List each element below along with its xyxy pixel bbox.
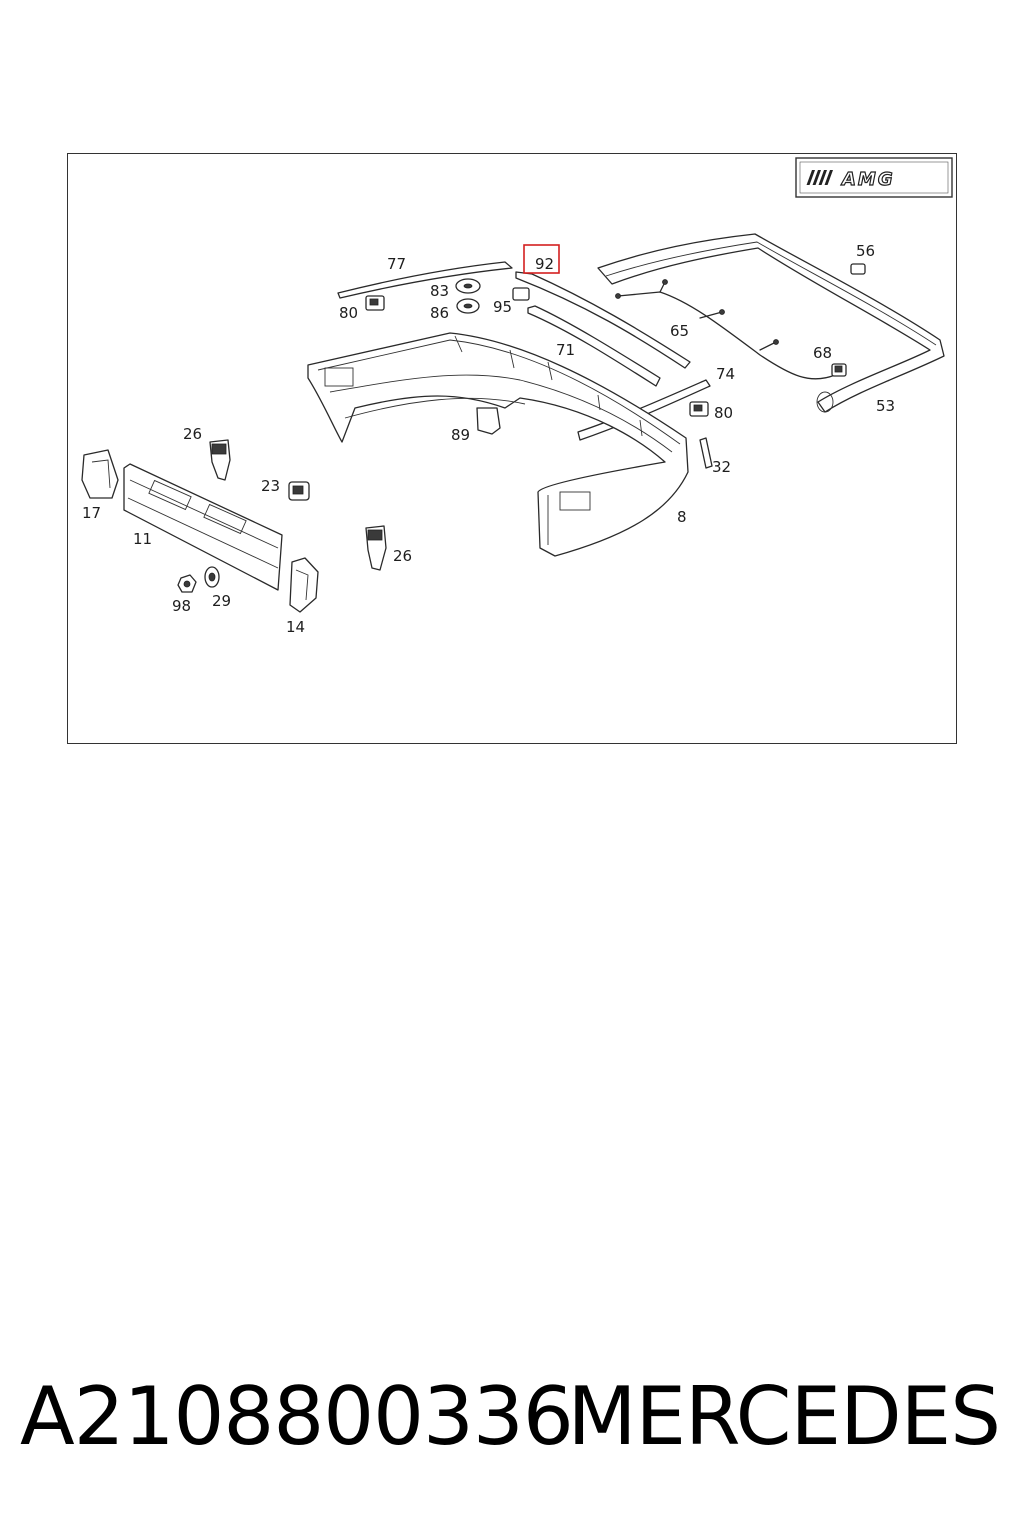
callout-89: 89: [451, 426, 470, 444]
callout-77: 77: [387, 255, 406, 273]
callout-26-upper: 26: [183, 425, 202, 443]
part-83-grommet: [455, 278, 481, 294]
callout-80-lower: 80: [714, 404, 733, 422]
part-80-clip-lower: [689, 401, 709, 417]
callout-56: 56: [856, 242, 875, 260]
part-68-clip: [831, 363, 847, 377]
callout-95: 95: [493, 298, 512, 316]
part-14-bracket: [289, 557, 319, 613]
part-11-reinforcement: [123, 463, 283, 591]
callout-86: 86: [430, 304, 449, 322]
callout-26-lower: 26: [393, 547, 412, 565]
part-26-mount-upper: [209, 439, 231, 481]
callout-53: 53: [876, 397, 895, 415]
diagram-frame: [67, 153, 957, 744]
amg-logo-text: AMG: [840, 169, 895, 190]
part-8-bumper-cover: [307, 332, 689, 557]
callout-92: 92: [535, 255, 554, 273]
callout-11: 11: [133, 530, 152, 548]
callout-32: 32: [712, 458, 731, 476]
part-53-amg-skirt: [597, 233, 945, 413]
callout-74: 74: [716, 365, 735, 383]
callout-68: 68: [813, 344, 832, 362]
callout-29: 29: [212, 592, 231, 610]
part-56-plug: [850, 263, 866, 275]
amg-logo: AMG: [795, 157, 953, 198]
callout-65: 65: [670, 322, 689, 340]
part-92-top-strip: [515, 271, 691, 369]
part-71-strip: [527, 305, 661, 387]
part-number: A2108800336: [20, 1370, 574, 1463]
part-95-clip: [512, 287, 530, 301]
part-77-trim-strip: [337, 261, 513, 299]
highlight-box-92: [523, 244, 560, 274]
part-26-mount-lower: [365, 525, 387, 571]
part-29-washer: [204, 566, 220, 588]
callout-71: 71: [556, 341, 575, 359]
brand-name: MERCEDES: [567, 1370, 1001, 1463]
part-32-clip: [699, 437, 713, 469]
part-98-nut: [177, 574, 197, 593]
part-17-bracket: [81, 449, 119, 499]
part-86-grommet: [456, 298, 480, 314]
parts-diagram: AMG: [81, 157, 953, 636]
callout-17: 17: [82, 504, 101, 522]
part-23-clip: [288, 481, 310, 501]
part-89-bracket: [476, 407, 501, 435]
part-80-clip-upper: [365, 295, 385, 311]
callout-23: 23: [261, 477, 280, 495]
callout-14: 14: [286, 618, 305, 636]
part-65-wiring: [615, 279, 836, 380]
callout-83: 83: [430, 282, 449, 300]
callout-8: 8: [677, 508, 687, 526]
callout-80-upper: 80: [339, 304, 358, 322]
callout-98: 98: [172, 597, 191, 615]
